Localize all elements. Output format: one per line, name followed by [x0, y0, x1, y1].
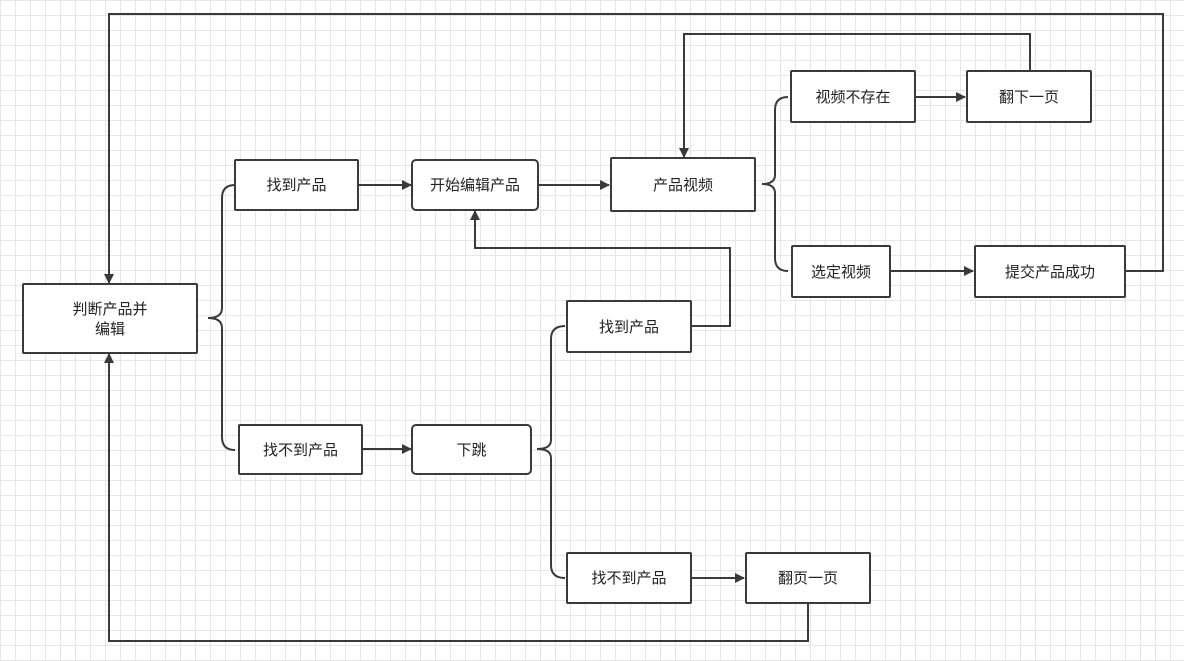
- node-video-missing: 视频不存在: [790, 70, 916, 123]
- node-submit-success: 提交产品成功: [974, 245, 1126, 298]
- node-not-found-product-2: 找不到产品: [566, 552, 692, 604]
- node-next-page-2: 翻页一页: [745, 552, 871, 604]
- edge-submit-back-to-judge: [104, 13, 1164, 284]
- brace-video-branch: [761, 96, 789, 272]
- node-product-video: 产品视频: [610, 157, 756, 212]
- node-next-page-1: 翻下一页: [966, 70, 1092, 123]
- edge-found2-back-to-start-edit: [470, 210, 731, 327]
- node-start-edit: 开始编辑产品: [411, 159, 539, 211]
- node-select-video: 选定视频: [791, 245, 891, 298]
- edge-next-page2-back-to-judge: [104, 353, 809, 642]
- edge-next-page-back-to-video: [679, 33, 1031, 158]
- node-found-product-2: 找到产品: [566, 300, 692, 353]
- brace-jump-branch: [536, 325, 566, 579]
- node-jump-down: 下跳: [411, 424, 532, 475]
- brace-judge-branch: [207, 184, 236, 451]
- node-found-product-1: 找到产品: [234, 159, 359, 211]
- node-not-found-product-1: 找不到产品: [238, 424, 363, 475]
- node-judge-edit: 判断产品并 编辑: [22, 283, 198, 354]
